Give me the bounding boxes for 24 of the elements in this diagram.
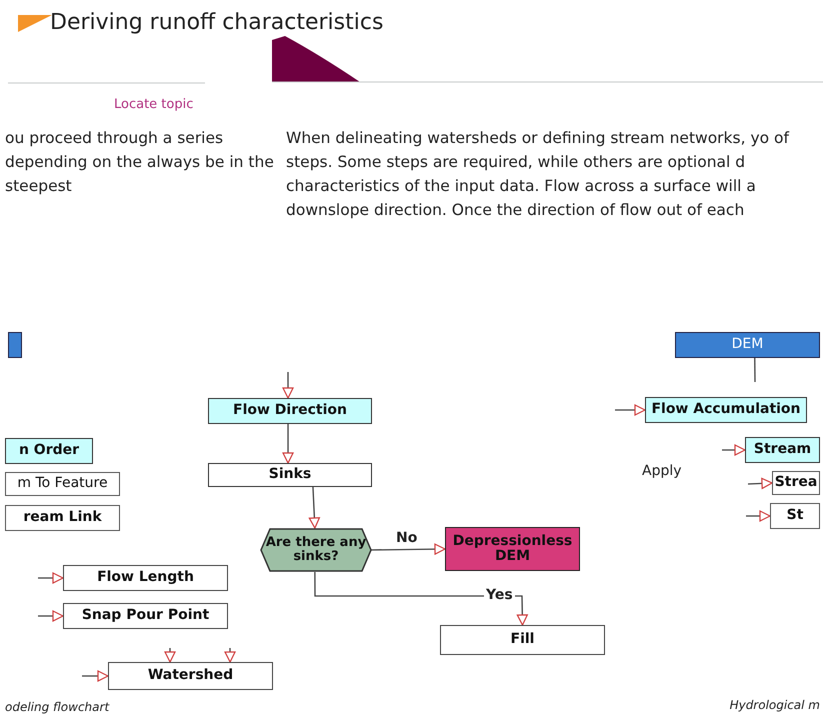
- body-paragraph: When delineating watersheds or defining stream networks, yo of steps. Some steps are required, while others are optional d characteristics of the input data. Flow across a surface will a downslope direction. Once the direction of flow out of each: [286, 128, 790, 222]
- process-box: Snap Pour Point: [63, 603, 228, 629]
- data-box: Depressionless DEM: [445, 527, 580, 571]
- process-box: Stream: [745, 437, 820, 463]
- topic-link: Locate topic: [114, 96, 194, 114]
- decision-hexagon: Are there any sinks?: [260, 528, 372, 572]
- page-title: Deriving runoff characteristics: [50, 10, 384, 35]
- input-box: [8, 332, 22, 358]
- process-box: Flow Direction: [208, 398, 372, 424]
- process-box: ream Link: [5, 505, 120, 531]
- note-text: Apply: [642, 462, 683, 481]
- figure-caption: odeling flowchart: [5, 699, 110, 716]
- process-box: Strea: [772, 471, 820, 495]
- process-box: Watershed: [108, 662, 273, 690]
- process-box: n Order: [5, 438, 93, 464]
- process-box: Flow Length: [63, 565, 228, 591]
- data-box: DEM: [675, 332, 820, 358]
- figure-caption: Hydrological m: [728, 697, 820, 714]
- process-box: St: [770, 503, 820, 529]
- process-box: Sinks: [208, 463, 372, 487]
- body-paragraph: ou proceed through a series depending on the always be in the steepest: [5, 128, 275, 198]
- process-box: Flow Accumulation: [645, 397, 807, 423]
- process-box: m To Feature: [5, 472, 120, 496]
- process-box: Fill: [440, 625, 605, 655]
